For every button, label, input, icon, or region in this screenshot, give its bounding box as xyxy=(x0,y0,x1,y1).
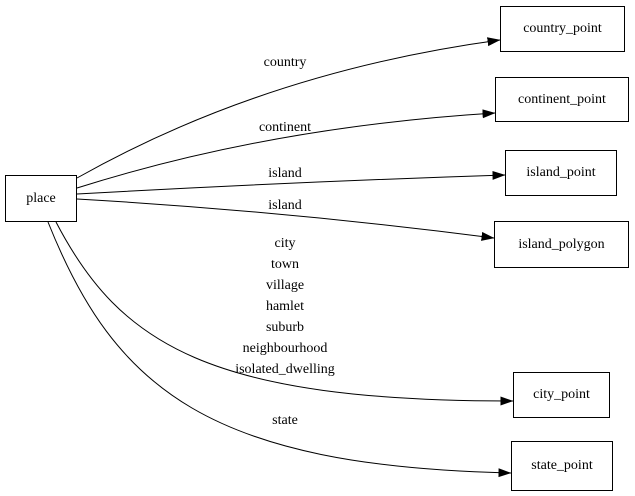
node-country-point: country_point xyxy=(500,6,625,52)
node-continent-point: continent_point xyxy=(495,77,629,122)
edge-label-state: state xyxy=(272,413,298,428)
edge-place-to-island-polygon xyxy=(76,198,495,241)
edge-place-to-state-point xyxy=(47,221,512,478)
edge-label-line: town xyxy=(271,257,299,272)
edge-label-island-polygon: island xyxy=(268,198,302,213)
node-island-polygon: island_polygon xyxy=(494,221,629,268)
edge-place-to-city-point xyxy=(55,221,514,406)
edge-label-line: neighbourhood xyxy=(242,341,328,356)
node-island-point: island_point xyxy=(505,150,617,196)
node-state-point: state_point xyxy=(511,441,613,491)
edge-label-continent: continent xyxy=(258,120,312,135)
node-city-point: city_point xyxy=(513,372,610,418)
edge-label-line: isolated_dwelling xyxy=(235,362,335,377)
edge-place-to-continent-point xyxy=(76,109,496,189)
edge-place-to-country-point xyxy=(76,37,501,179)
edge-label-line: suburb xyxy=(265,320,305,335)
edge-label-city-group: city town village hamlet suburb neighbou… xyxy=(205,233,365,380)
edge-label-island-point: island xyxy=(268,166,302,181)
edge-label-line: village xyxy=(265,278,305,293)
edge-label-line: hamlet xyxy=(265,299,305,314)
node-place: place xyxy=(5,175,77,222)
edge-label-country: country xyxy=(263,55,307,70)
edge-label-line: city xyxy=(274,236,296,251)
edge-place-to-island-point xyxy=(76,170,506,195)
